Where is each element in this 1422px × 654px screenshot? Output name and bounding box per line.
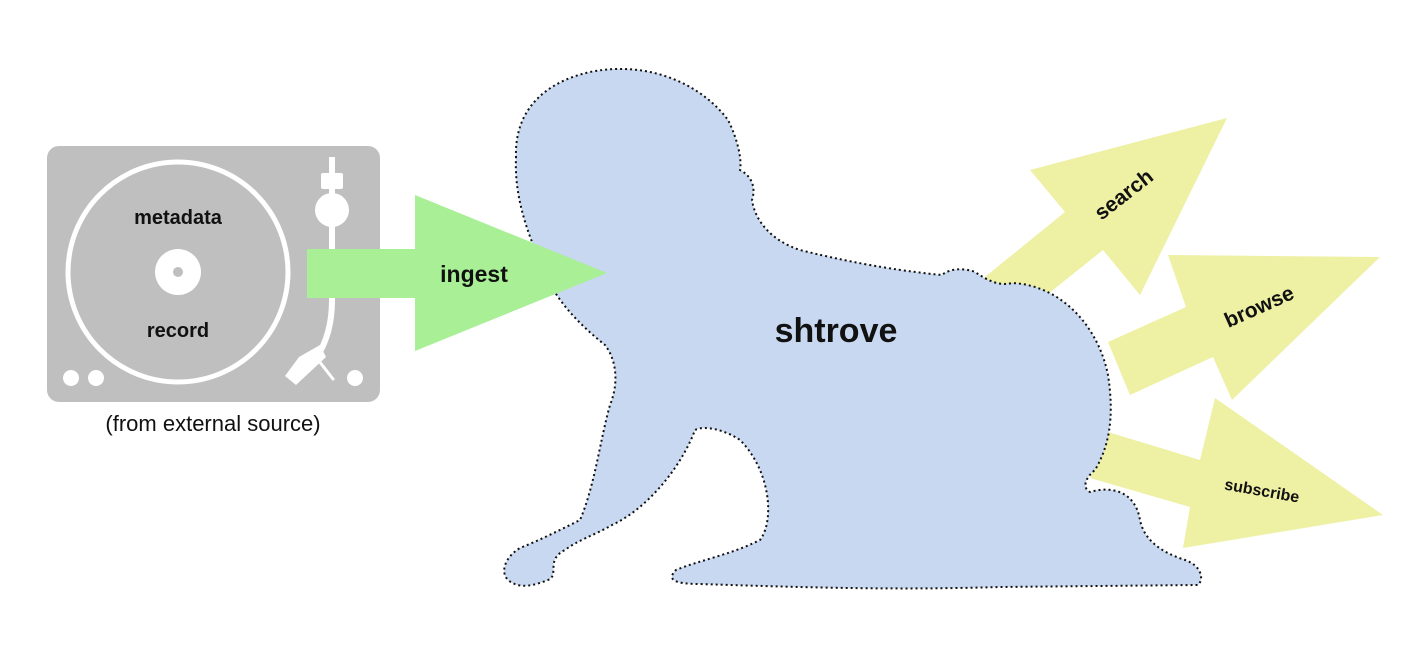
source-caption: (from external source) [105,411,320,436]
subscribe-arrow: subscribe [1090,398,1383,548]
record-label: record [147,320,209,342]
crawling-baby-silhouette [503,67,1203,590]
shtrove-label: shtrove [775,312,898,350]
svg-text:ingest: ingest [440,261,508,287]
metadata-label: metadata [134,207,223,229]
search-arrow: search [980,118,1227,318]
record-platter [65,159,291,385]
ingest-arrow: ingest [307,195,607,351]
turntable-icon: metadata record [47,146,380,402]
browse-arrow: browse [1108,255,1380,400]
knob-icon [347,370,363,386]
knob-icon [63,370,79,386]
tonearm-icon [285,157,349,385]
knob-icon [88,370,104,386]
